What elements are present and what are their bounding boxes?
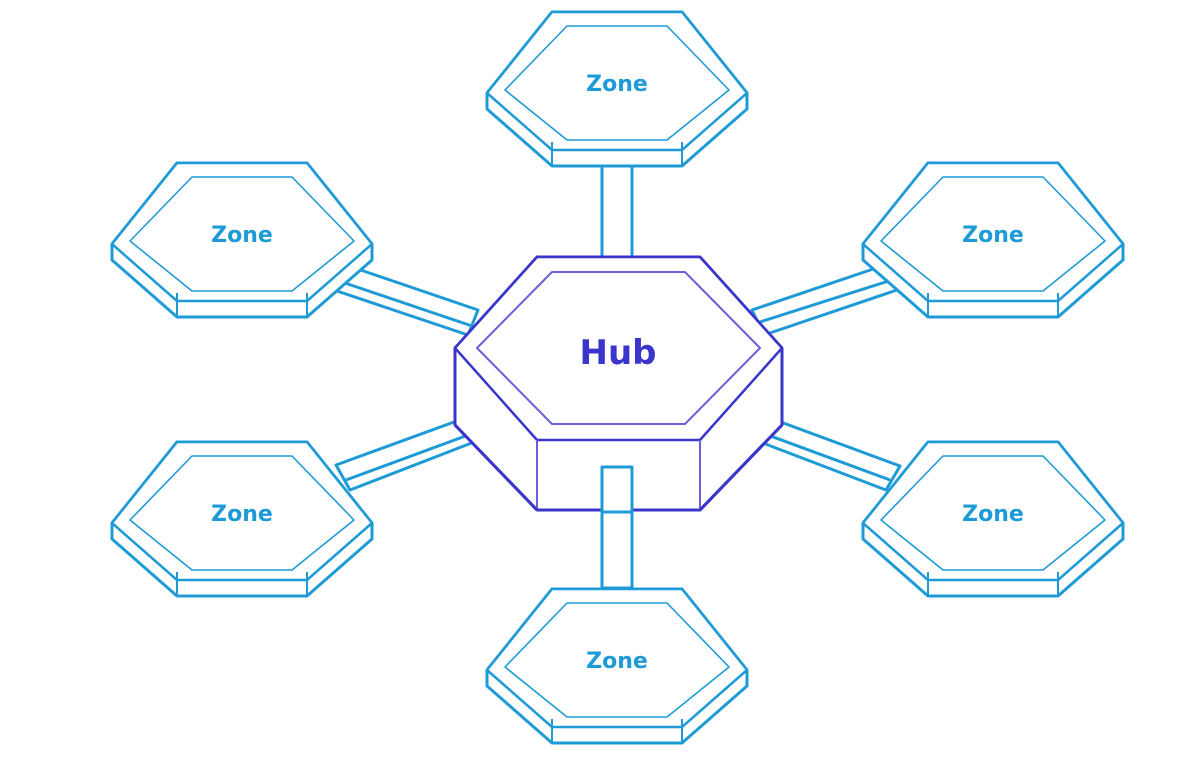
zone-inner-outline bbox=[504, 602, 730, 718]
zone-inner-outline bbox=[129, 455, 355, 571]
zone-inner-outline bbox=[504, 25, 730, 141]
zone-label: Zone bbox=[962, 223, 1024, 248]
hub-connector-stub bbox=[600, 465, 634, 514]
zone-label: Zone bbox=[211, 223, 273, 248]
zone-inner-outline bbox=[880, 455, 1106, 571]
zone-inner-outline bbox=[880, 176, 1106, 292]
zone-inner-outline bbox=[129, 176, 355, 292]
hub-inner-outline bbox=[476, 271, 761, 425]
hub-node: Hub bbox=[453, 255, 784, 514]
zone-bottom: Zone bbox=[485, 587, 749, 745]
hub-label: Hub bbox=[580, 333, 657, 373]
zone-label: Zone bbox=[211, 502, 273, 527]
zone-upper-right: Zone bbox=[861, 161, 1125, 319]
zone-lower-left: Zone bbox=[110, 440, 374, 598]
zone-upper-left: Zone bbox=[110, 161, 374, 319]
zone-label: Zone bbox=[586, 72, 648, 97]
hub-side-edge-left bbox=[453, 423, 539, 512]
connector-top bbox=[600, 163, 634, 259]
zone-top: Zone bbox=[485, 10, 749, 168]
zone-label: Zone bbox=[962, 502, 1024, 527]
zone-lower-right: Zone bbox=[861, 440, 1125, 598]
hub-side-edge-right bbox=[698, 423, 784, 512]
zone-label: Zone bbox=[586, 649, 648, 674]
